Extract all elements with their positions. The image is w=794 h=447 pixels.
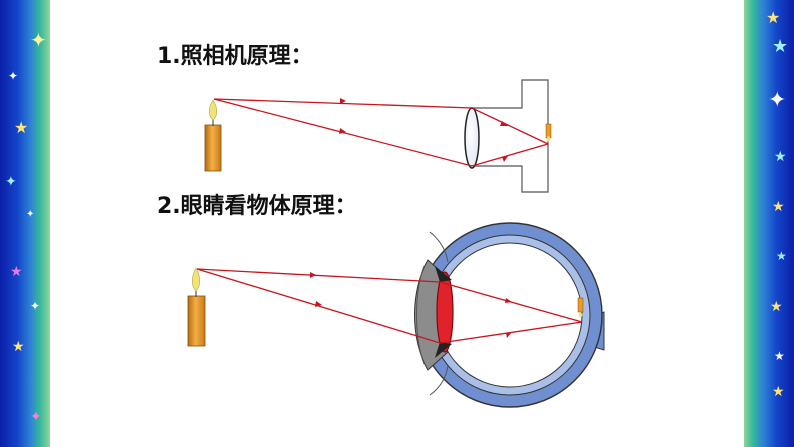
camera-body xyxy=(470,79,549,193)
star-icon: ✦ xyxy=(8,69,19,83)
star-icon: ★ xyxy=(774,149,787,165)
eye-principle-heading: 2.眼睛看物体原理： xyxy=(157,194,357,219)
star-icon: ✦ xyxy=(768,88,787,113)
star-icon: ★ xyxy=(10,264,23,280)
star-icon: ★ xyxy=(772,384,785,400)
inverted-candle-image xyxy=(577,297,584,318)
star-icon: ★ xyxy=(770,299,783,315)
star-icon: ★ xyxy=(766,8,781,27)
crystalline-lens xyxy=(436,271,454,353)
convex-lens-icon xyxy=(464,107,480,169)
eyeball-icon xyxy=(414,222,605,408)
eye-diagram xyxy=(187,222,605,408)
left-starry-border: ✦ ✦ ★ ✦ ✦ ★ ✦ ★ ✦ xyxy=(0,0,50,447)
ray-arrowheads xyxy=(339,98,508,162)
candle-icon xyxy=(187,267,206,347)
star-icon: ★ xyxy=(772,36,789,57)
eye-light-rays xyxy=(196,268,583,344)
star-icon: ✦ xyxy=(26,209,35,220)
star-icon: ✦ xyxy=(30,299,41,313)
camera-light-rays xyxy=(213,98,549,167)
star-icon: ✦ xyxy=(5,174,17,190)
star-icon: ★ xyxy=(12,339,25,355)
ray-arrowheads xyxy=(310,272,512,338)
candle-icon xyxy=(204,99,222,172)
right-starry-border: ★ ★ ✦ ★ ★ ★ ★ ★ ★ xyxy=(744,0,794,447)
inverted-candle-image xyxy=(545,123,552,142)
star-icon: ★ xyxy=(14,118,29,137)
star-icon: ★ xyxy=(772,199,785,215)
star-icon: ✦ xyxy=(30,28,47,52)
star-icon: ★ xyxy=(774,349,785,363)
star-icon: ✦ xyxy=(30,409,42,425)
camera-principle-heading: 1.照相机原理： xyxy=(157,44,313,69)
star-icon: ★ xyxy=(776,249,787,263)
camera-diagram xyxy=(204,79,552,193)
